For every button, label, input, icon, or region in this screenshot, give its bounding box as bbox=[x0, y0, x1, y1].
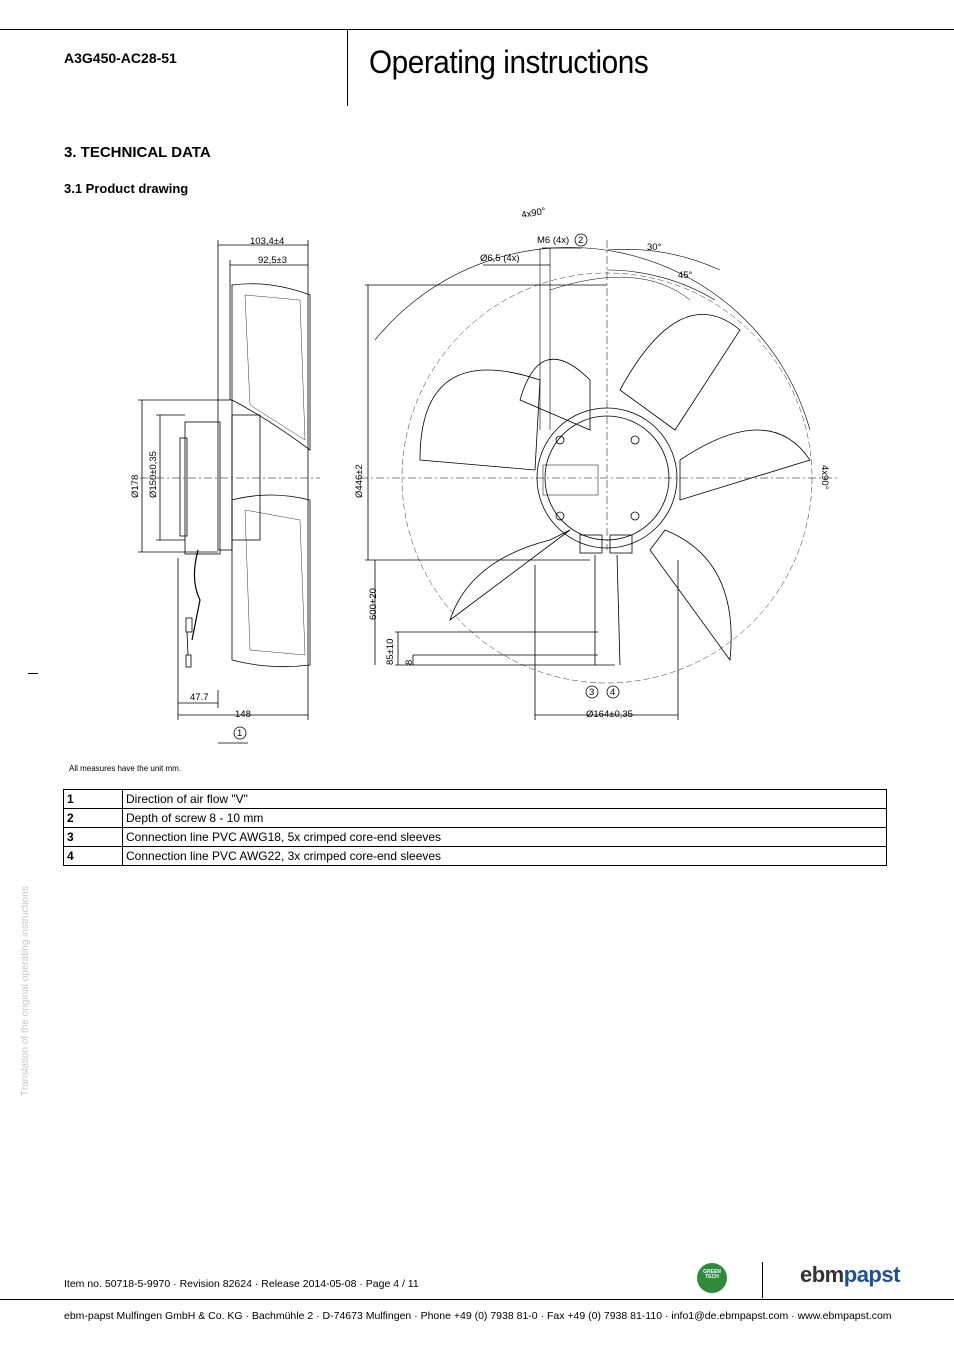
dim-47: 47.7 bbox=[190, 692, 209, 703]
product-drawing: 2 3 4 1 103,4±4 92,5±3 Ø178 Ø150±0,35 47… bbox=[130, 206, 840, 744]
legend-text: Connection line PVC AWG22, 3x crimped co… bbox=[122, 846, 887, 866]
dim-d150: Ø150±0,35 bbox=[148, 451, 159, 498]
logo-divider bbox=[762, 1262, 763, 1298]
legend-number: 3 bbox=[63, 827, 123, 847]
side-note: Translation of the original operating in… bbox=[20, 886, 31, 1096]
item-info: Item no. 50718-5-9970 · Revision 82624 ·… bbox=[64, 1278, 419, 1290]
callout-3: 3 bbox=[589, 687, 594, 698]
table-row: 4 Connection line PVC AWG22, 3x crimped … bbox=[63, 846, 887, 866]
company-logo: ebmpapst bbox=[800, 1262, 900, 1288]
unit-note: All measures have the unit mm. bbox=[69, 764, 182, 773]
front-view bbox=[360, 240, 840, 720]
legend-number: 1 bbox=[63, 789, 123, 809]
dim-92: 92,5±3 bbox=[258, 255, 287, 266]
dim-d164: Ø164±0,35 bbox=[586, 709, 633, 720]
logo-part-1: ebm bbox=[800, 1262, 844, 1287]
legend-number: 4 bbox=[63, 846, 123, 866]
table-row: 3 Connection line PVC AWG18, 5x crimped … bbox=[63, 827, 887, 847]
legend-text: Depth of screw 8 - 10 mm bbox=[122, 808, 887, 828]
footer-rule bbox=[0, 1299, 954, 1300]
angle-45: 45° bbox=[678, 270, 693, 281]
angle-4x90-right: 4x90° bbox=[819, 465, 830, 490]
document-title: Operating instructions bbox=[369, 44, 649, 80]
dim-103: 103,4±4 bbox=[250, 236, 284, 247]
callout-4: 4 bbox=[610, 687, 615, 698]
dim-d178: Ø178 bbox=[130, 475, 141, 498]
angle-30: 30° bbox=[647, 242, 662, 253]
legend-text: Connection line PVC AWG18, 5x crimped co… bbox=[122, 827, 887, 847]
dim-d446: Ø446±2 bbox=[354, 464, 365, 498]
callout-markers: 2 3 4 1 bbox=[233, 233, 620, 740]
dim-8: 8 bbox=[404, 660, 415, 665]
angle-4x90-top: 4x90° bbox=[521, 206, 547, 221]
green-tech-badge: GREEN TECH bbox=[697, 1263, 727, 1293]
callout-1: 1 bbox=[237, 728, 242, 739]
dimension-labels: 103,4±4 92,5±3 Ø178 Ø150±0,35 47.7 148 Ø… bbox=[130, 206, 830, 720]
section-title: 3. TECHNICAL DATA bbox=[64, 144, 211, 161]
header-top-rule bbox=[0, 29, 954, 30]
table-row: 1 Direction of air flow "V" bbox=[63, 789, 887, 809]
table-row: 2 Depth of screw 8 - 10 mm bbox=[63, 808, 887, 828]
header-divider bbox=[347, 29, 348, 106]
dim-600: 600+20 bbox=[368, 588, 379, 620]
badge-label: GREEN TECH bbox=[703, 1269, 721, 1280]
logo-part-2: papst bbox=[843, 1262, 901, 1287]
dim-d65: Ø6,5 (4x) bbox=[480, 253, 520, 264]
dim-m6: M6 (4x) bbox=[537, 235, 569, 246]
legend-table: 1 Direction of air flow "V" 2 Depth of s… bbox=[63, 789, 887, 866]
dim-148: 148 bbox=[235, 709, 251, 720]
legend-text: Direction of air flow "V" bbox=[122, 789, 887, 809]
callout-2: 2 bbox=[578, 235, 583, 246]
side-view bbox=[138, 240, 320, 744]
margin-mark bbox=[28, 673, 38, 674]
model-number: A3G450-AC28-51 bbox=[64, 50, 177, 66]
legend-number: 2 bbox=[63, 808, 123, 828]
subsection-title: 3.1 Product drawing bbox=[64, 181, 189, 196]
company-info: ebm-papst Mulfingen GmbH & Co. KG · Bach… bbox=[64, 1310, 892, 1322]
dim-85: 85±10 bbox=[385, 639, 396, 665]
